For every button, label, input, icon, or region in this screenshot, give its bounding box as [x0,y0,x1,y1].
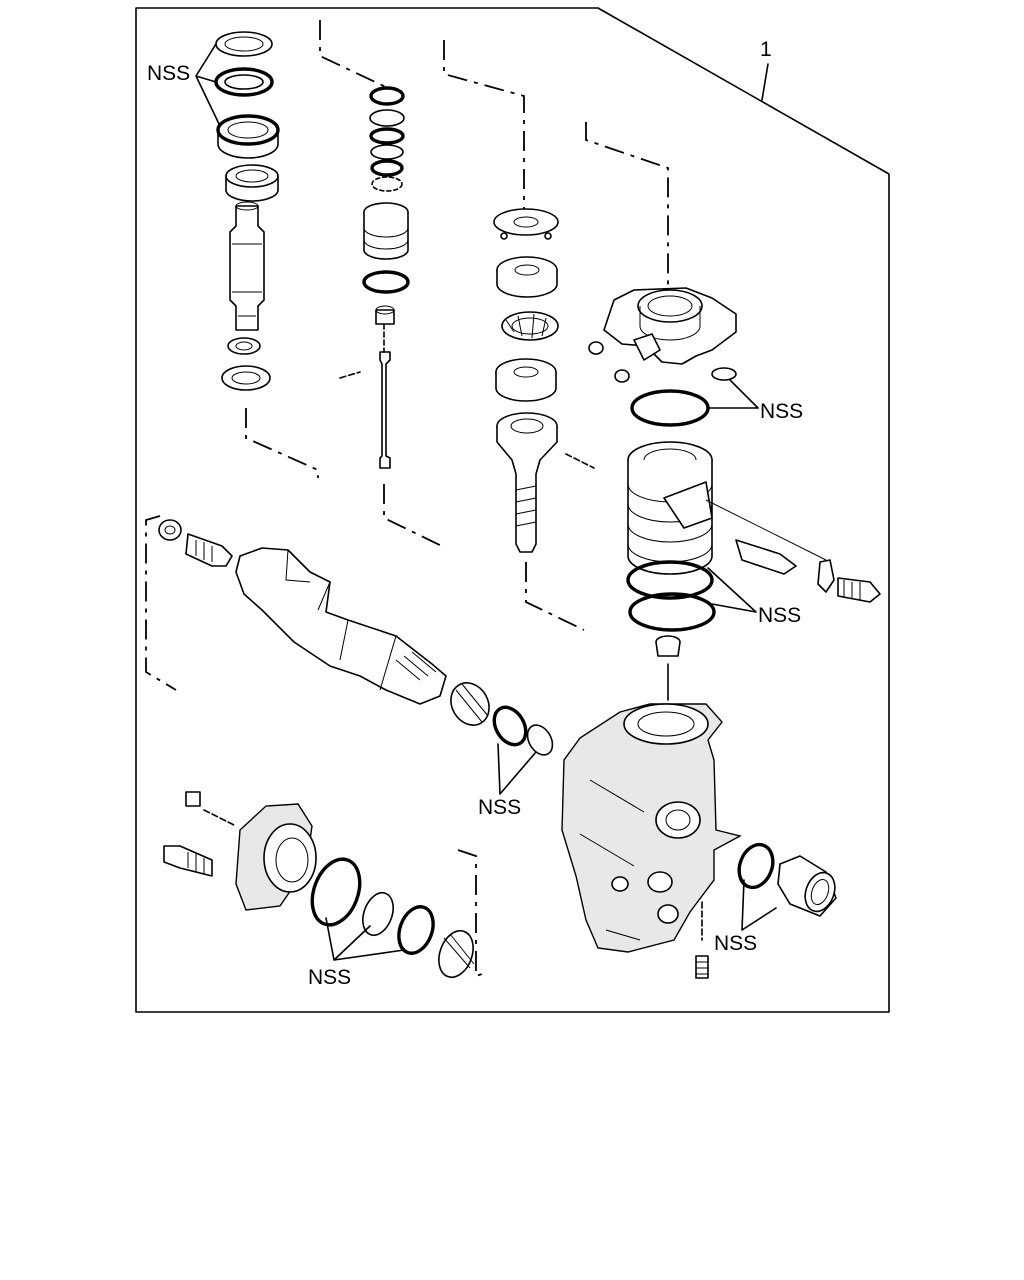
nss-leader-bottom-right [741,879,777,931]
thrust-bearing-stack [443,40,595,631]
control-valve-stack [319,20,447,549]
side-cover-group [163,791,489,979]
nss-leader-bottom-left [325,917,405,961]
sector-shaft-group [145,515,554,756]
callout-number: 1 [760,38,772,61]
callout-leader [761,63,769,101]
nss-leader-center [497,743,537,795]
nss-label-top-left: NSS [147,62,190,85]
nss-label-top-right: NSS [760,400,803,423]
nss-leader-top-right [707,379,759,409]
nss-label-center: NSS [478,796,521,819]
nss-label-bottom-left: NSS [308,966,351,989]
return-port-fitting [737,842,837,917]
valve-housing-group [585,122,881,701]
nss-label-bottom-right: NSS [714,932,757,955]
pinion-stack [214,31,319,478]
assembly-frame [135,7,890,1013]
nss-label-mid-right: NSS [758,604,801,627]
gear-housing [561,703,742,979]
nss-leader-top-left [195,43,221,127]
nss-leader-mid-right [707,567,757,613]
